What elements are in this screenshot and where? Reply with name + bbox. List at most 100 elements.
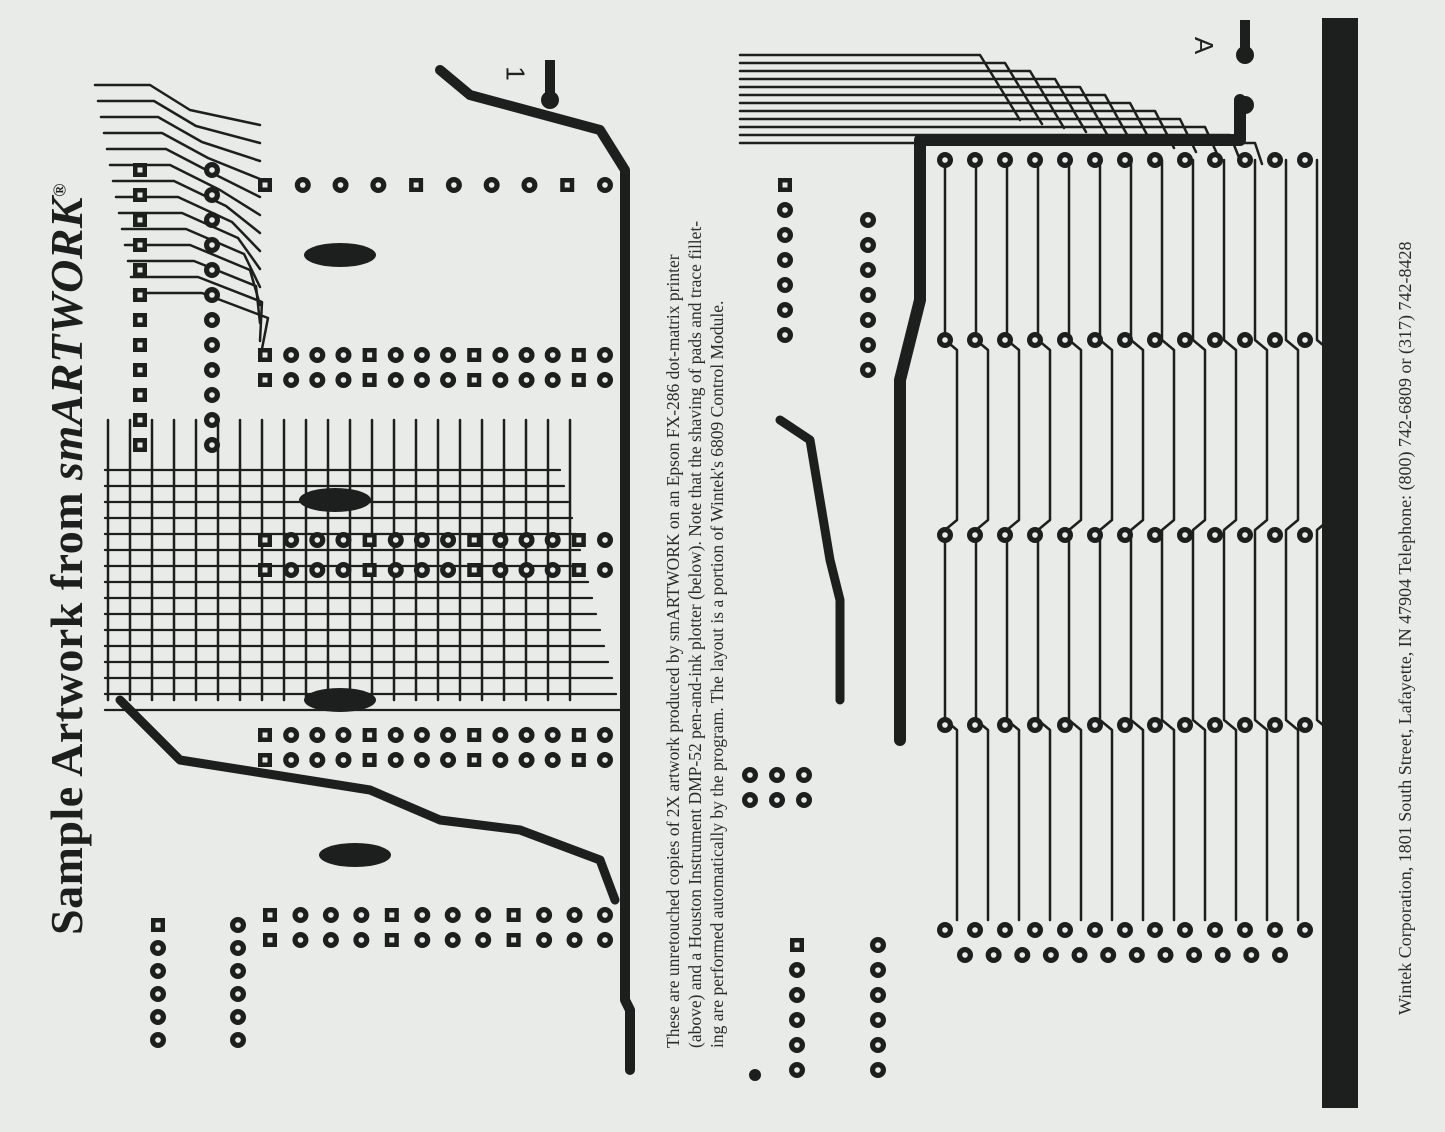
pad-hole — [445, 567, 451, 573]
board-label-a: A — [1189, 36, 1220, 55]
pad-hole — [262, 182, 268, 188]
pad-hole — [1152, 337, 1158, 343]
pad-hole — [367, 352, 373, 358]
pad-hole — [340, 732, 347, 738]
pad-hole — [875, 942, 881, 948]
pad-hole — [480, 937, 486, 943]
pad-hole — [314, 732, 321, 738]
pad-hole — [1134, 952, 1140, 958]
trace — [96, 99, 262, 145]
pad-hole — [1152, 722, 1158, 728]
pad-hole — [865, 367, 871, 373]
pad-hole — [497, 732, 504, 738]
pad-hole — [865, 267, 871, 273]
pad-hole — [419, 757, 425, 763]
pad-hole — [392, 732, 399, 738]
pad-hole — [875, 967, 881, 973]
pad-hole — [297, 912, 304, 918]
pad-hole — [392, 567, 399, 573]
pad-hole — [235, 945, 241, 951]
mount-pad — [541, 91, 559, 109]
pad-hole — [209, 217, 215, 223]
trace — [738, 69, 1066, 130]
pad-hole — [782, 257, 788, 263]
pad-hole — [209, 392, 215, 398]
pad-hole — [445, 352, 451, 358]
pad-hole — [480, 912, 486, 918]
pad-hole — [576, 732, 582, 738]
caption-line-1: These are unretouched copies of 2X artwo… — [663, 254, 683, 1048]
mount-pad — [1236, 96, 1254, 114]
pad-hole — [337, 182, 344, 188]
trace — [1222, 158, 1238, 922]
pad-hole — [576, 377, 582, 383]
pad-hole — [602, 757, 608, 763]
trace — [99, 115, 262, 163]
pad-hole — [942, 532, 948, 538]
pad-hole — [962, 952, 968, 958]
trace — [1315, 158, 1331, 922]
pad-hole — [497, 352, 504, 358]
connector-oval — [299, 488, 371, 512]
pad-hole — [942, 157, 948, 163]
pad-hole — [1062, 157, 1068, 163]
pad-hole — [328, 937, 334, 943]
pad-hole — [1122, 337, 1128, 343]
pad-hole — [288, 757, 294, 763]
pad-hole — [1212, 532, 1218, 538]
pad-hole — [137, 367, 143, 373]
pad-hole — [137, 442, 143, 448]
pad-hole — [1182, 157, 1188, 163]
pad-hole — [865, 342, 871, 348]
pad-hole — [1272, 927, 1278, 933]
pad-hole — [449, 937, 456, 943]
pad-hole — [314, 352, 321, 358]
ground-plane-strip — [1322, 18, 1358, 1108]
pad-hole — [1032, 927, 1038, 933]
pad-hole — [511, 912, 517, 918]
pad-hole — [1212, 157, 1218, 163]
pad-hole — [576, 567, 582, 573]
pad-hole — [523, 732, 530, 738]
pad-hole — [972, 532, 978, 538]
pad-hole — [1122, 532, 1128, 538]
pad-hole — [875, 1042, 881, 1048]
pad-hole — [875, 1017, 881, 1023]
pad-hole — [235, 1014, 241, 1020]
pad-hole — [1032, 337, 1038, 343]
trace — [738, 77, 1088, 134]
pad-hole — [602, 537, 608, 543]
pad-hole — [262, 352, 268, 358]
pad-hole — [1242, 337, 1248, 343]
pad-hole — [1242, 532, 1248, 538]
pad-hole — [137, 242, 143, 248]
pad-hole — [602, 937, 608, 943]
trace — [1129, 158, 1145, 922]
pad-hole — [367, 567, 373, 573]
pad-hole — [471, 377, 477, 383]
pad-hole — [1092, 927, 1098, 933]
pad-hole — [392, 377, 399, 383]
pad-hole — [602, 732, 608, 738]
pad-hole — [523, 757, 530, 763]
pad-hole — [1062, 337, 1068, 343]
pad-hole — [445, 757, 451, 763]
pad-hole — [419, 937, 426, 943]
pad-hole — [413, 182, 419, 188]
pad-hole — [602, 182, 608, 188]
connector-oval — [304, 688, 376, 712]
caption-line-2: (above) and a Houston Instrument DMP-52 … — [685, 220, 705, 1048]
pad-hole — [209, 342, 215, 348]
pad-hole — [549, 567, 556, 573]
pad-hole — [137, 267, 143, 273]
pad-hole — [209, 367, 215, 373]
pad-hole — [523, 352, 530, 358]
trace — [738, 125, 1220, 158]
pad-hole — [875, 992, 881, 998]
pad-hole — [155, 1014, 161, 1020]
pad-hole — [419, 537, 425, 543]
pad-hole — [1092, 337, 1098, 343]
pad-hole — [367, 377, 373, 383]
pad-hole — [865, 292, 871, 298]
pad-hole — [1182, 722, 1188, 728]
